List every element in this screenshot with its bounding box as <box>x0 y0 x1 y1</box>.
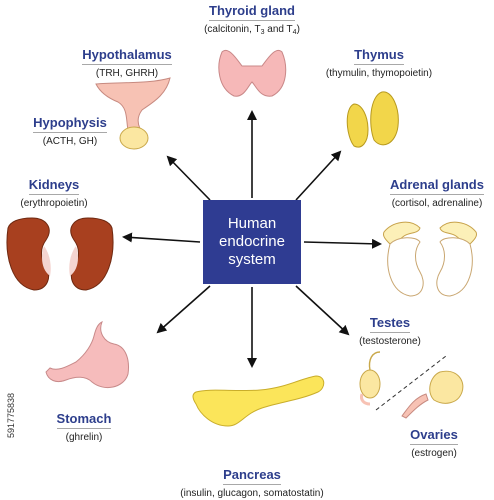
arrow-kidneys <box>122 232 201 243</box>
hypothalamus-illustration <box>95 77 171 150</box>
thyroid-illustration <box>218 50 287 97</box>
ovaries-illustration <box>401 370 464 419</box>
adrenal-hormones: (cortisol, adrenaline) <box>391 198 483 209</box>
kidneys-hormones: (erythropoietin) <box>20 198 88 209</box>
center-title-line1: Human <box>227 215 277 232</box>
hypophysis-label: Hypophysis (ACTH, GH) <box>20 114 120 148</box>
pancreas-name: Pancreas <box>223 468 281 485</box>
thymus-label: Thymus (thymulin, thymopoietin) <box>304 46 454 80</box>
adrenal-name: Adrenal glands <box>390 178 484 195</box>
kidneys-label: Kidneys (erythropoietin) <box>6 176 102 210</box>
center-title-line3: system <box>228 251 276 268</box>
adrenal-label: Adrenal glands (cortisol, adrenaline) <box>380 176 494 210</box>
stomach-hormones: (ghrelin) <box>65 432 103 443</box>
pancreas-hormones: (insulin, glucagon, somatostatin) <box>180 488 324 499</box>
stomach-label: Stomach (ghrelin) <box>42 410 126 444</box>
arrows <box>122 110 382 368</box>
thymus-illustration <box>346 91 399 148</box>
arrow-thymus <box>295 150 342 201</box>
separator-dashed-line <box>375 355 447 411</box>
center-title-line2: endocrine <box>219 233 285 250</box>
thymus-name: Thymus <box>354 48 404 65</box>
arrow-hypothalamus <box>166 155 211 201</box>
hypothalamus-label: Hypothalamus (TRH, GHRH) <box>72 46 182 80</box>
kidneys-name: Kidneys <box>28 178 80 195</box>
testes-label: Testes (testosterone) <box>350 314 430 348</box>
adrenal-illustration <box>383 221 477 297</box>
arrow-adrenal <box>303 238 382 249</box>
ovaries-hormones: (estrogen) <box>411 448 457 459</box>
ovaries-name: Ovaries <box>410 428 458 445</box>
kidneys-illustration <box>6 217 114 291</box>
pancreas-label: Pancreas (insulin, glucagon, somatostati… <box>170 466 334 500</box>
arrow-stomach <box>156 285 211 334</box>
arrow-testes <box>295 285 350 336</box>
hypophysis-hormones: (ACTH, GH) <box>42 136 98 147</box>
thyroid-name: Thyroid gland <box>209 4 295 21</box>
testes-hormones: (testosterone) <box>359 336 421 347</box>
stomach-name: Stomach <box>56 412 112 429</box>
stomach-illustration <box>45 320 129 389</box>
hypophysis-name: Hypophysis <box>33 116 107 133</box>
testes-illustration <box>359 351 381 406</box>
testes-name: Testes <box>369 316 411 333</box>
pancreas-illustration <box>192 375 325 427</box>
hypothalamus-hormones: (TRH, GHRH) <box>95 68 159 79</box>
ovaries-label: Ovaries (estrogen) <box>394 426 474 460</box>
thymus-hormones: (thymulin, thymopoietin) <box>325 68 433 79</box>
thyroid-hormones: (calcitonin, T3 and T4) <box>204 24 300 36</box>
thyroid-label: Thyroid gland (calcitonin, T3 and T4) <box>182 2 322 39</box>
center-title-box: Human endocrine system <box>203 200 301 284</box>
stock-image-id: 591775838 <box>6 392 16 438</box>
hypothalamus-name: Hypothalamus <box>82 48 172 65</box>
